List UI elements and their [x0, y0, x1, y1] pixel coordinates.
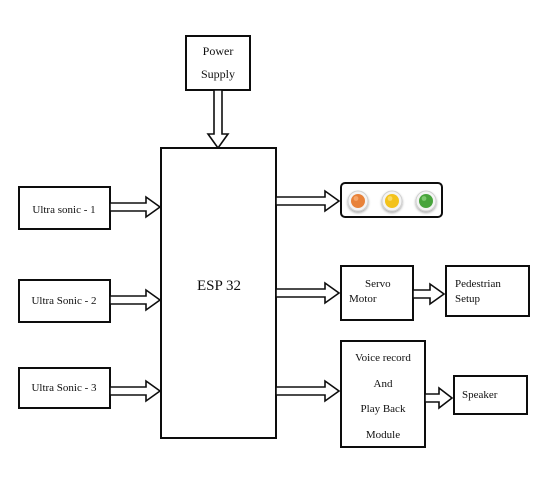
ultrasonic-2-block: Ultra Sonic - 2 [18, 279, 111, 323]
ultrasonic-3-arrow [109, 379, 162, 403]
voice-module-label-line1: Voice record [355, 352, 411, 364]
pedestrian-arrow [412, 282, 446, 306]
traffic-lamp-glint [353, 196, 359, 201]
traffic-lamp-yellow [381, 190, 403, 212]
traffic-lamp-green [415, 190, 437, 212]
speaker-arrow [424, 386, 454, 410]
esp32-label: ESP 32 [197, 278, 241, 294]
voice-module-block: Voice record And Play Back Module [340, 340, 426, 448]
pedestrian-setup-label-line2: Setup [455, 293, 481, 305]
traffic-lamp-glint [387, 196, 393, 201]
power-arrow [206, 89, 230, 150]
voice-module-arrow [275, 379, 341, 403]
ultrasonic-3-block: Ultra Sonic - 3 [18, 367, 111, 409]
ultrasonic-1-arrow [109, 195, 162, 219]
traffic-lamp-light [385, 194, 399, 208]
traffic-lamp-glint [421, 196, 427, 201]
power-supply-label-line1: Power [203, 44, 234, 58]
ultrasonic-2-arrow [109, 288, 162, 312]
ultrasonic-1-block: Ultra sonic - 1 [18, 186, 111, 230]
ultrasonic-3-label: Ultra Sonic - 3 [31, 382, 97, 394]
traffic-lamp-light [351, 194, 365, 208]
servo-motor-label-line1: Servo [365, 278, 391, 290]
traffic-lamp-red-orange [347, 190, 369, 212]
voice-module-label-line2: And [374, 378, 393, 390]
ultrasonic-1-label: Ultra sonic - 1 [32, 204, 95, 216]
speaker-label: Speaker [462, 389, 498, 401]
traffic-lamp-light [419, 194, 433, 208]
traffic-lights [347, 190, 437, 212]
servo-arrow [275, 281, 341, 305]
voice-module-label-line3: Play Back [361, 403, 406, 415]
servo-motor-block: Servo Motor [340, 265, 414, 321]
pedestrian-setup-label-line1: Pedestrian [455, 278, 501, 290]
power-supply-block: Power Supply [185, 35, 251, 91]
speaker-block: Speaker [453, 375, 528, 415]
servo-motor-label-line2: Motor [349, 293, 377, 305]
esp32-block: ESP 32 [160, 147, 277, 439]
pedestrian-setup-block: Pedestrian Setup [445, 265, 530, 317]
traffic-light-arrow [275, 189, 341, 213]
ultrasonic-2-label: Ultra Sonic - 2 [31, 295, 96, 307]
voice-module-label-line4: Module [366, 429, 400, 441]
power-supply-label-line2: Supply [201, 67, 235, 81]
